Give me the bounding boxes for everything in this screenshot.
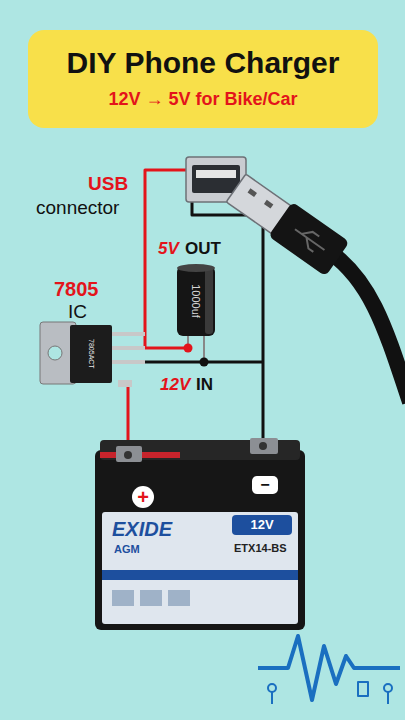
logo-waveform xyxy=(258,636,400,704)
usb-label: USB xyxy=(88,174,128,195)
battery-model: ETX14-BS xyxy=(234,542,287,554)
subtitle-text: 12V → 5V for Bike/Car xyxy=(28,90,378,110)
capacitor-1000uf xyxy=(177,264,215,367)
connector-label: connector xyxy=(36,198,119,219)
ic-number-label: 7805 xyxy=(54,278,99,300)
battery-brand: EXIDE xyxy=(112,518,172,540)
title-text: DIY Phone Charger xyxy=(28,46,378,79)
ic-label: IC xyxy=(68,302,87,323)
battery-voltage: 12V xyxy=(250,518,273,532)
voltage-in-label: 12V xyxy=(160,376,190,395)
in-label: IN xyxy=(196,376,213,395)
battery-type: AGM xyxy=(114,543,140,555)
voltage-out-label: 5V xyxy=(158,240,179,259)
title-banner xyxy=(28,30,378,128)
out-label: OUT xyxy=(185,240,221,259)
usb-plug-cable xyxy=(224,171,405,402)
positive-terminal-mark: + xyxy=(137,486,149,508)
capacitor-value: 1000uf xyxy=(190,284,202,318)
chip-marking: 7805ACT xyxy=(87,339,95,369)
regulator-7805 xyxy=(40,322,145,387)
negative-terminal-mark: − xyxy=(260,476,269,494)
battery-12v xyxy=(95,438,305,630)
